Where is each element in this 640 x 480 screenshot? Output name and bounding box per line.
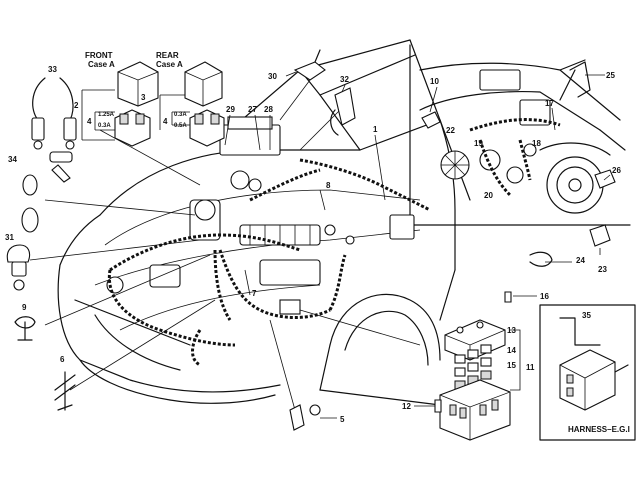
bracket-30 xyxy=(293,49,326,81)
part-label-34: 34 xyxy=(8,155,17,164)
part-label-11: 11 xyxy=(526,363,535,372)
part-label-32: 32 xyxy=(340,75,349,84)
rear-label: REAR xyxy=(156,51,179,60)
part-label-33: 33 xyxy=(48,65,57,74)
part-label-9: 9 xyxy=(22,303,27,312)
part-label-23: 23 xyxy=(598,265,607,274)
part-label-4a: 4 xyxy=(87,117,92,126)
part-label-29: 29 xyxy=(226,105,235,114)
part-label-15: 15 xyxy=(507,361,516,370)
rear-rating-2: 0.5A xyxy=(174,123,187,129)
inset-caption: HARNESS–E.G.I xyxy=(568,425,630,434)
clip-5 xyxy=(289,404,321,431)
part-label-27: 27 xyxy=(248,105,257,114)
part-label-19: 19 xyxy=(474,139,483,148)
part-label-6: 6 xyxy=(60,355,65,364)
part-label-31: 31 xyxy=(5,233,14,242)
part-label-5: 5 xyxy=(340,415,345,424)
part-label-20: 20 xyxy=(484,191,493,200)
relay-detail: FRONT Case A REAR Case A 1.25A 0.3A 0.3A… xyxy=(81,51,225,147)
fuse-block-detail xyxy=(434,291,521,441)
bulb-holder-31 xyxy=(6,244,31,291)
part-label-25: 25 xyxy=(606,71,615,80)
part-label-12: 12 xyxy=(402,402,411,411)
part-label-13: 13 xyxy=(507,326,516,335)
clip-6 xyxy=(54,371,76,411)
part-label-24: 24 xyxy=(576,256,585,265)
part-label-17: 17 xyxy=(545,99,554,108)
part-label-4b: 4 xyxy=(163,117,168,126)
engine-bay-view xyxy=(419,59,626,267)
engine-components xyxy=(106,116,415,315)
egi-harness-inset: HARNESS–E.G.I xyxy=(559,317,630,434)
rear-case-label: Case A xyxy=(156,60,183,69)
part-label-16: 16 xyxy=(540,292,549,301)
fuse-stack xyxy=(454,344,492,390)
part-label-14: 14 xyxy=(507,346,516,355)
part-label-1: 1 xyxy=(373,125,378,134)
front-rating-1: 1.25A xyxy=(98,112,115,118)
part-label-35: 35 xyxy=(582,311,591,320)
part-label-8: 8 xyxy=(326,181,331,190)
part-label-2: 2 xyxy=(74,101,79,110)
panel-dividers xyxy=(409,44,636,441)
part-label-22: 22 xyxy=(446,126,455,135)
wiring-harness-lines xyxy=(107,158,431,367)
part-number-labels: 33 34 31 9 6 2 4 3 4 29 27 28 30 32 1 8 … xyxy=(5,65,621,424)
bulb-socket-34 xyxy=(21,151,73,233)
front-case-label: Case A xyxy=(88,60,115,69)
part-label-28: 28 xyxy=(264,105,273,114)
part-label-26: 26 xyxy=(612,166,621,175)
part-label-3: 3 xyxy=(141,93,146,102)
front-label: FRONT xyxy=(85,51,113,60)
label-ticks xyxy=(285,71,611,419)
part-label-10: 10 xyxy=(430,77,439,86)
car-body-outline xyxy=(57,39,471,406)
front-rating-2: 0.3A xyxy=(98,123,111,129)
connector-32 xyxy=(330,87,356,136)
part-label-18: 18 xyxy=(532,139,541,148)
clip-9 xyxy=(14,316,36,341)
part-label-7: 7 xyxy=(252,289,257,298)
part-label-30: 30 xyxy=(268,72,277,81)
connector-33 xyxy=(31,77,77,150)
rear-rating-1: 0.3A xyxy=(174,112,187,118)
